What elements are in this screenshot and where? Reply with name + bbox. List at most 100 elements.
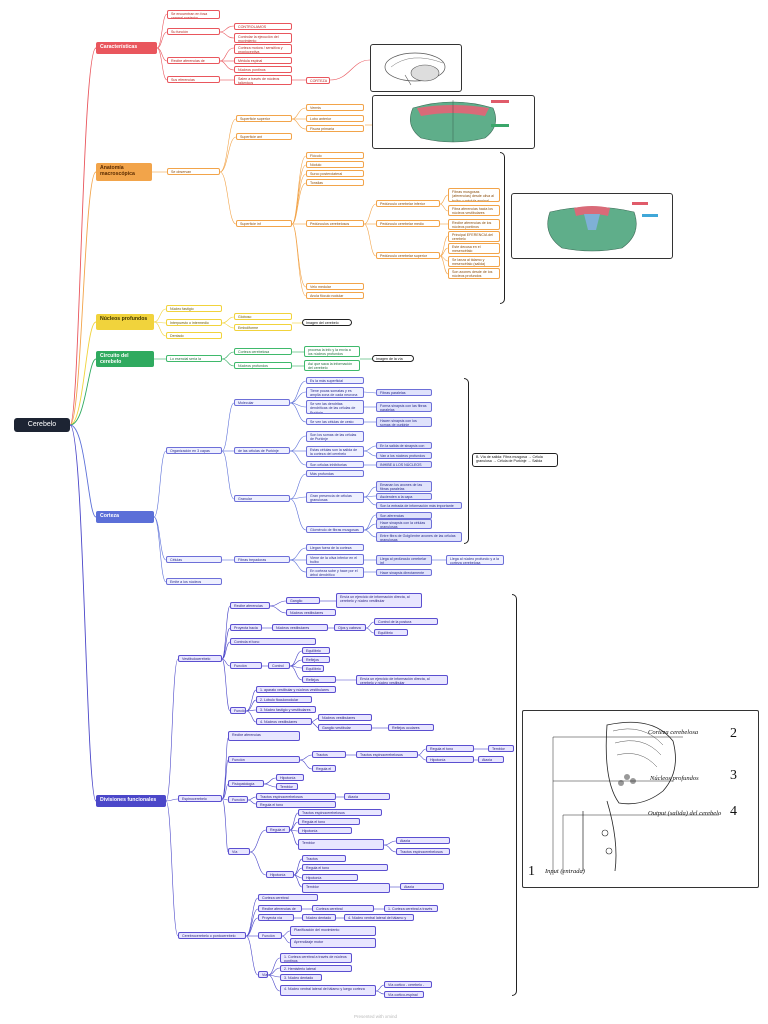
corteza-trep-r-2[interactable]: Hace sinapsis directamente — [376, 569, 432, 576]
espino-sub-1[interactable]: Tractos espinocerebelosos — [312, 751, 346, 758]
espino-sub-2[interactable]: Regula el tono — [312, 765, 336, 772]
anat-ped-med[interactable]: Pedúnculo cerebelar medio — [376, 220, 440, 227]
anat-ped-inf-note-1[interactable]: Fibras musgosas (aferencias) desde oliva… — [448, 188, 500, 202]
anat-ped-sup-note-2[interactable]: Este decusa en el mesencéfalo — [448, 243, 500, 254]
corteza-organizacion[interactable]: Organización en 3 capas — [166, 447, 222, 454]
corteza-fibras-trepadoras[interactable]: Fibras trepadoras — [234, 556, 290, 563]
espino-item-4[interactable]: Función — [228, 796, 248, 803]
div-cerebrocerebelo[interactable]: Cerebrocerebelo o pontocerebelo — [178, 932, 246, 939]
nucleo-emboliforme[interactable]: Emboliforme — [234, 324, 292, 331]
espino-ub-1[interactable]: Tractos espinocerebelosos — [256, 793, 336, 800]
cerebro-via-1[interactable]: 1. Corteza cerebral a través de núcleos … — [280, 953, 352, 963]
espino-sub-7[interactable]: Ataxia — [478, 756, 504, 763]
caract-funcion-2[interactable]: Controlar la ejecución del movimiento — [234, 33, 292, 43]
espino-via-a4[interactable]: Temblor — [298, 839, 384, 850]
vest-via-2[interactable]: 2. Lóbulo floculonodular — [256, 696, 312, 703]
cerebro-sub-2[interactable]: Núcleo dentado — [302, 914, 336, 921]
espino-sub-6[interactable]: Temblor — [488, 745, 514, 752]
corteza-pk-r-2[interactable]: Van a los núcleos profundos — [376, 452, 432, 459]
vest-via-4[interactable]: 4. Núcleos vestibulares — [256, 718, 312, 725]
espino-via-b[interactable]: Hipotonía — [266, 871, 294, 878]
vest-via-1[interactable]: 1. aparato vestibular y núcleos vestibul… — [256, 686, 336, 693]
circuito-note-1[interactable]: procesa la info y la envía a los núcleos… — [304, 346, 360, 357]
caract-eferencias[interactable]: Salen a través de núcleos talámicos — [234, 75, 292, 85]
anat-superficie-ant[interactable]: Superficie ant — [236, 133, 292, 140]
espino-via-b3[interactable]: Hipotonía — [302, 874, 358, 881]
anat-inf-3[interactable]: Surco posterolateral — [306, 170, 364, 177]
nucleo-dentado[interactable]: Dentado — [166, 332, 222, 339]
caract-item-1[interactable]: Se encuentran en fosa craneal posterior — [167, 10, 220, 19]
corteza-mol-4[interactable]: Se ven las células de cesto — [306, 418, 364, 425]
corteza-mol-3[interactable]: Se ven las dendritas dendríticas de las … — [306, 400, 364, 414]
vest-sub-1[interactable]: Ganglio vestibular — [286, 597, 320, 604]
corteza-trep-3[interactable]: En corteza sube y hace por el árbol dend… — [306, 567, 364, 578]
vest-sub-2[interactable]: Núcleos vestibulares — [286, 609, 336, 616]
cerebro-item-3[interactable]: Función — [258, 932, 282, 939]
espino-item-1[interactable]: Recibe aferencias — [228, 731, 300, 741]
anat-superficie-superior[interactable]: Superficie superior — [236, 115, 292, 122]
circuito-imagen[interactable]: Imagen de la vía — [372, 355, 414, 362]
circuito-esencial[interactable]: Lo esencial sería la — [166, 355, 222, 362]
caract-item-2[interactable]: Su función — [167, 28, 220, 35]
nucleo-interpuesto[interactable]: Interpuesto o intermedio — [166, 319, 222, 326]
espino-via-a3[interactable]: Hipotonía — [298, 827, 352, 834]
vest-via-r2[interactable]: Ganglio vestibular — [318, 724, 372, 731]
caract-item-4[interactable]: Sus eferencias — [167, 76, 220, 83]
espino-item-3[interactable]: Fisiopatología — [228, 780, 264, 787]
corteza-mol-1[interactable]: Es la más superficial — [306, 377, 364, 384]
cerebro-item-0[interactable]: Corteza cerebral — [258, 894, 318, 901]
cerebro-via-4r1[interactable]: Vía cortico - cerebelo - cortical — [384, 981, 432, 988]
vest-funcion[interactable]: Control de la postura — [268, 662, 290, 669]
vest-via-r1[interactable]: Núcleos vestibulares — [318, 714, 372, 721]
corteza-pk-1[interactable]: Son los somas de las células de Purkinje — [306, 431, 364, 442]
corteza-celulas[interactable]: Células — [166, 556, 222, 563]
espino-sub-4[interactable]: Regula el tono — [426, 745, 474, 752]
corteza-pk-2[interactable]: Estas células son la salida de la cortez… — [306, 446, 364, 457]
caract-aferencia-2[interactable]: Médula espinal — [234, 57, 292, 64]
corteza-gr-r-2[interactable]: Ascienden a la capa molecular — [376, 493, 432, 500]
vest-fn-3[interactable]: Equilibrio — [302, 665, 324, 672]
anat-ped-sup[interactable]: Pedúnculo cerebelar superior — [376, 252, 440, 259]
div-vestibulocerebelo[interactable]: Vestibulocerebelo — [178, 655, 222, 662]
vest-sub-5[interactable]: Control de la postura — [374, 618, 438, 625]
espino-item-2[interactable]: Función — [228, 756, 300, 763]
anat-ped-sup-note-3[interactable]: Se lanza al tálamo y mesencéfalo (salida… — [448, 256, 500, 267]
cerebro-via-3[interactable]: 3. Núcleo dentado — [280, 974, 322, 981]
anat-sup-3[interactable]: Fisura primaria — [306, 125, 364, 132]
espino-fis-2[interactable]: Temblor — [276, 783, 298, 790]
cerebro-fn-2[interactable]: Aprendizaje motor — [290, 938, 376, 948]
anat-extra-1[interactable]: Velo medular — [306, 283, 364, 290]
anat-ped-sup-note-4[interactable]: Son axones desde de los núcleos profundo… — [448, 268, 500, 279]
corteza-pk-r-1[interactable]: En la salida de sinapsis con — [376, 442, 432, 449]
corteza-trep-2[interactable]: Viene de la oliva inferior en el bulbo — [306, 554, 364, 565]
anat-superficie-inf[interactable]: Superficie inf — [236, 220, 292, 227]
corteza-via-salida-note[interactable]: B. Vía de salida: Fibra musgosa → Célula… — [472, 453, 558, 467]
vest-item-1[interactable]: Recibe aferencias de — [230, 602, 270, 609]
cerebro-via-2[interactable]: 2. Hemisferio lateral — [280, 965, 352, 972]
caract-item-3[interactable]: Recibe aferencias de — [167, 57, 220, 64]
vest-sub-3[interactable]: Núcleos vestibulares — [272, 624, 328, 631]
cerebro-item-4[interactable]: Vía — [258, 971, 268, 978]
branch-anatomia[interactable]: Anatomía macroscópica — [96, 163, 152, 181]
corteza-capa-purkinje[interactable]: de las células de Purkinje — [234, 447, 290, 454]
vest-sub-6[interactable]: Equilibrio — [374, 629, 408, 636]
branch-circuito[interactable]: Circuito del cerebelo — [96, 351, 154, 367]
cerebro-item-1[interactable]: Recibe aferencias de — [258, 905, 302, 912]
circuito-note-2[interactable]: Así que saca la información del cerebelo — [304, 360, 360, 371]
cerebro-via-4r2[interactable]: Vía cortico-espinal — [384, 991, 424, 998]
corteza-capa-molecular[interactable]: Molecular — [234, 399, 290, 406]
branch-corteza[interactable]: Corteza — [96, 511, 154, 523]
vest-item-2[interactable]: Proyecta hacia — [230, 624, 262, 631]
corteza-gr-2[interactable]: Gran presencia de células granulosas — [306, 492, 364, 503]
anat-inf-4[interactable]: Tonsilas — [306, 179, 364, 186]
espino-via-b4r[interactable]: Ataxia — [400, 883, 444, 890]
espino-via-b1[interactable]: Tractos espinocerebelosos — [302, 855, 346, 862]
espino-via-a[interactable]: Regula el tono — [266, 826, 290, 833]
nucleo-globoso[interactable]: Globoso — [234, 313, 292, 320]
vest-item-4[interactable]: Función — [230, 662, 262, 669]
circuito-nucleos[interactable]: Núcleos profundos — [234, 362, 292, 369]
corteza-trep-1[interactable]: Llegan fuera de la corteza cerebelosa — [306, 544, 364, 551]
corteza-gr-3[interactable]: Glomérulo de fibras musgosas — [306, 526, 364, 533]
cerebro-sub-2r[interactable]: 4. Núcleo ventral lateral del tálamo y l… — [344, 914, 414, 921]
caract-corteza[interactable]: CORTEZA — [306, 77, 330, 84]
